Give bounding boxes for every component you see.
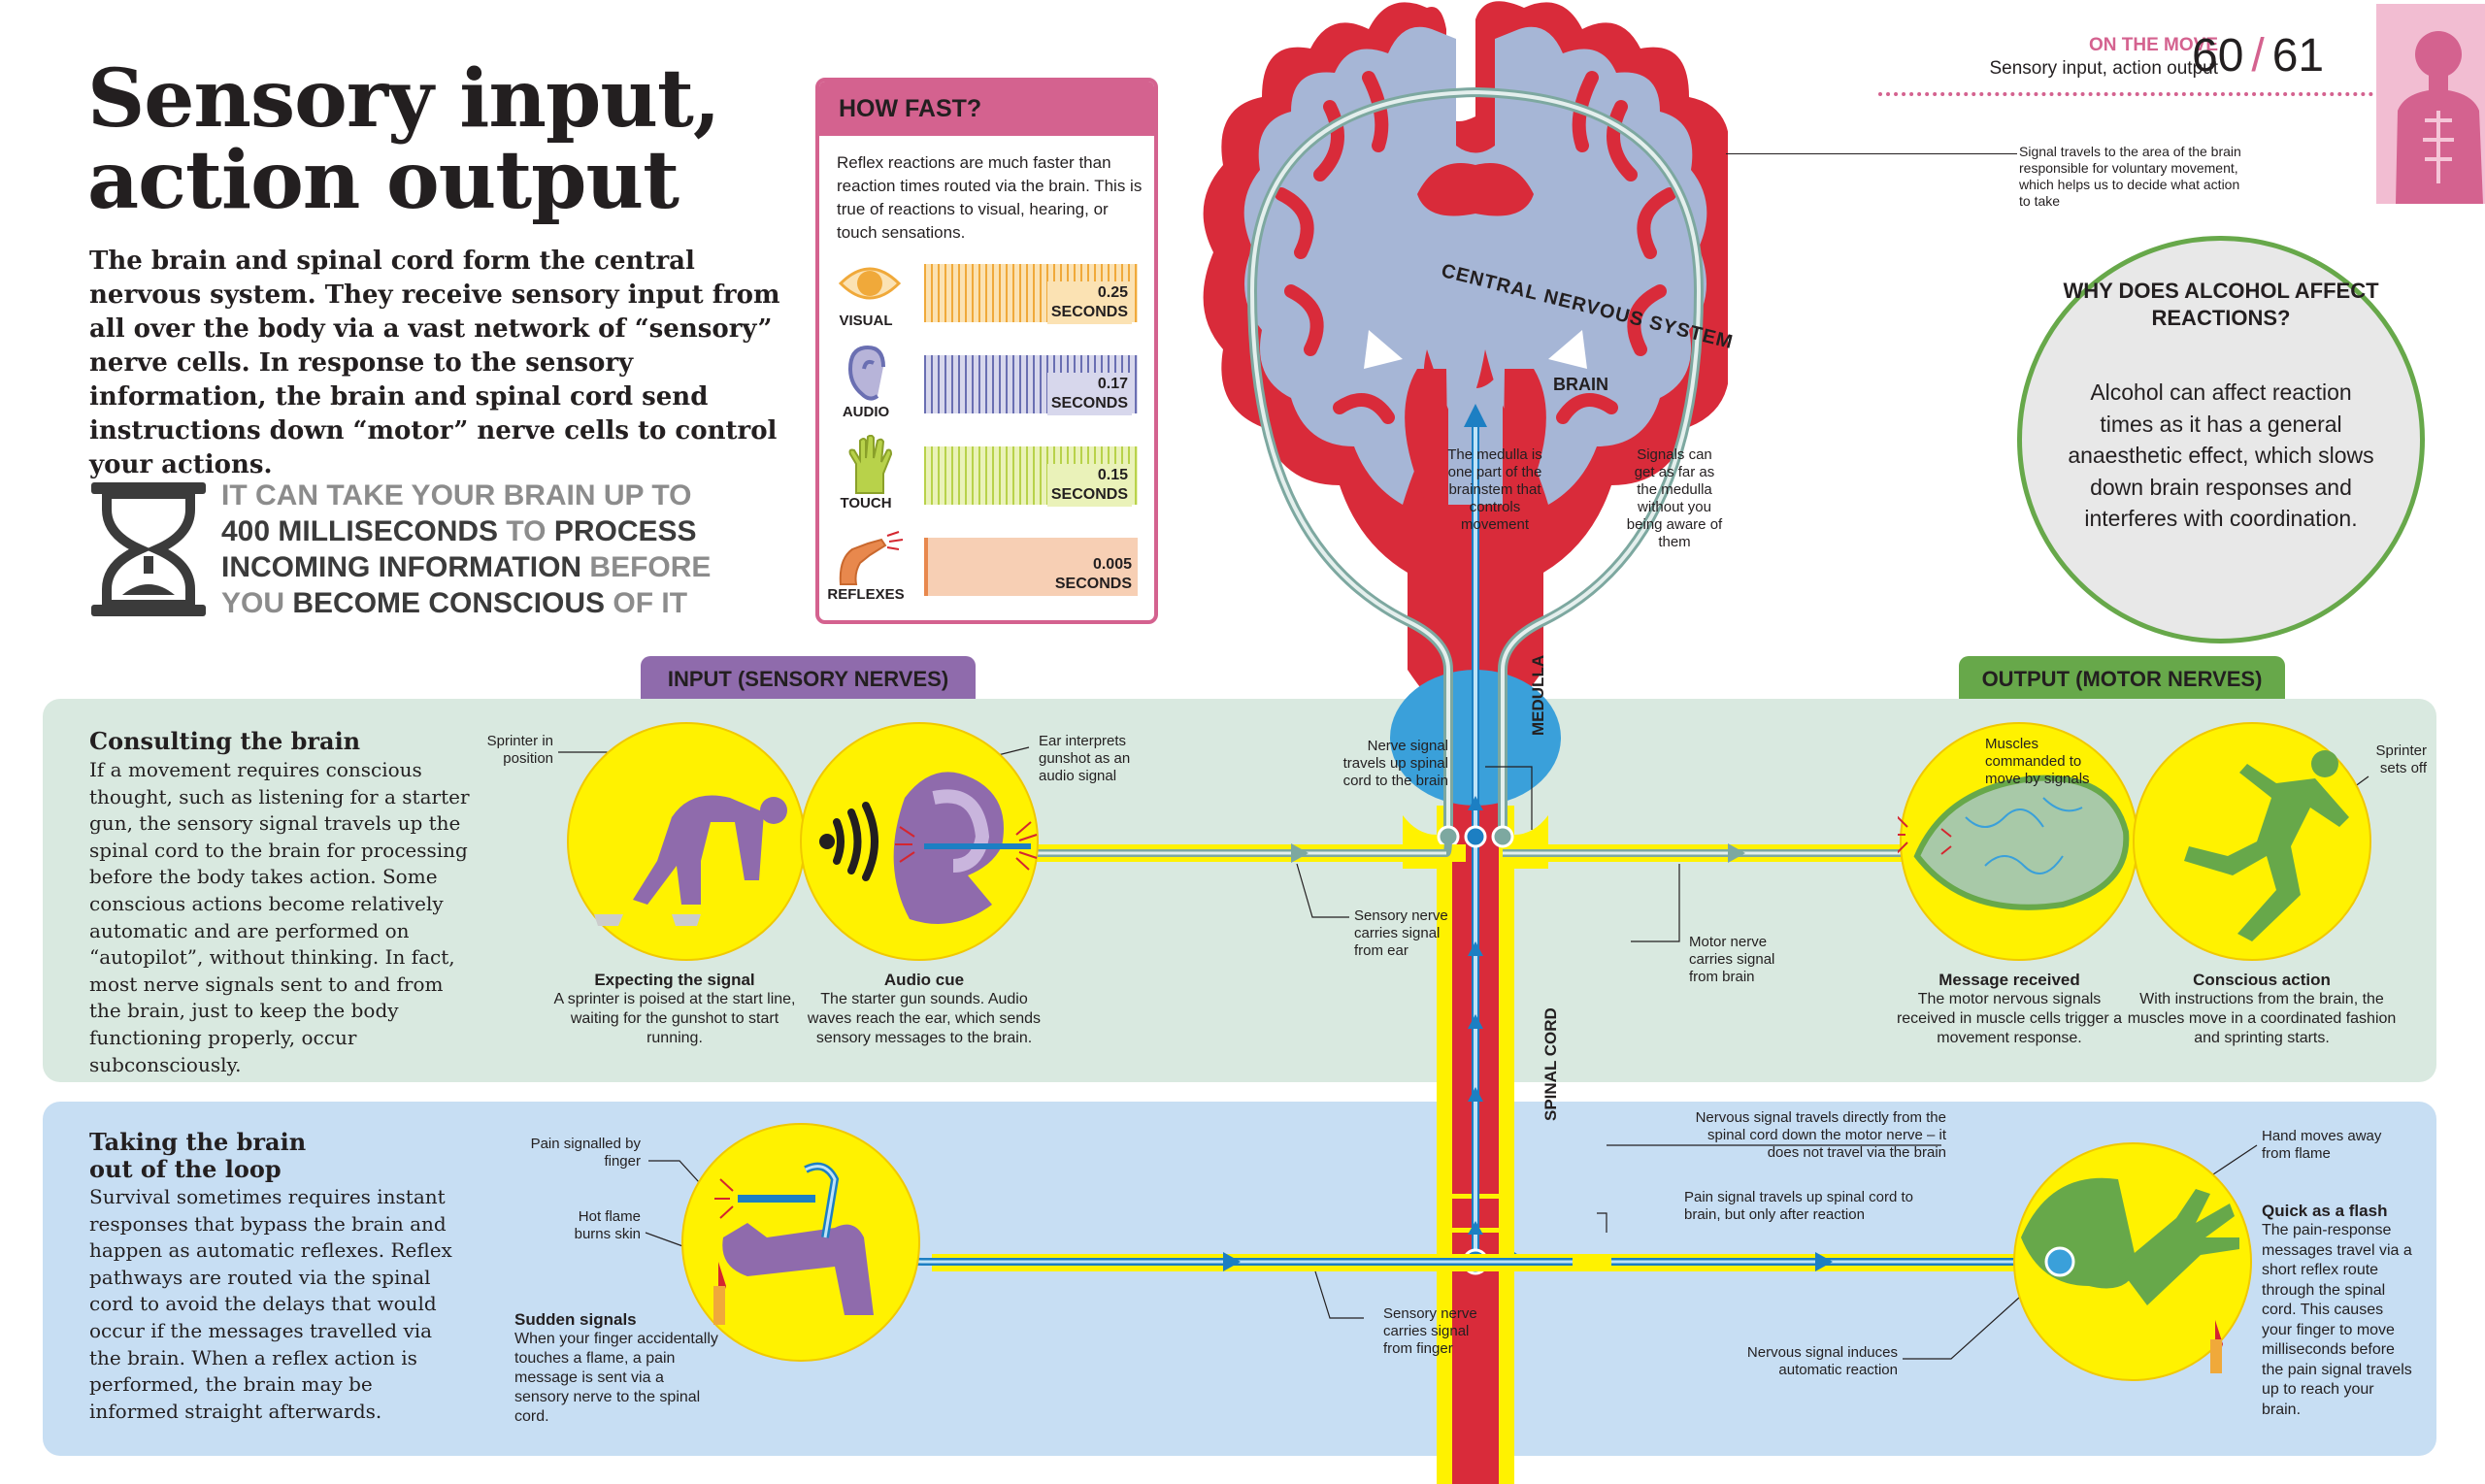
label-induces: Nervous signal induces automatic reactio… bbox=[1746, 1344, 1898, 1378]
alcohol-callout: WHY DOES ALCOHOL AFFECT REACTIONS? Alcoh… bbox=[2017, 236, 2425, 643]
how-fast-label: VISUAL bbox=[839, 313, 893, 329]
muscle-circle bbox=[1898, 722, 2138, 961]
hand-icon bbox=[848, 435, 893, 494]
label-hot-flame: Hot flame burns skin bbox=[574, 1208, 641, 1242]
caption-heading: Expecting the signal bbox=[594, 971, 755, 989]
brain-label: BRAIN bbox=[1553, 375, 1608, 394]
caption-text: The motor nervous signals received in mu… bbox=[1896, 991, 2123, 1046]
alcohol-title: WHY DOES ALCOHOL AFFECT REACTIONS? bbox=[2063, 279, 2379, 330]
ear-icon bbox=[847, 346, 885, 401]
label-pain-finger: Pain signalled by finger bbox=[530, 1136, 641, 1170]
body-torso-icon bbox=[2376, 4, 2485, 204]
caption-text: The starter gun sounds. Audio waves reac… bbox=[807, 991, 1042, 1046]
label-sprinter-off: Sprinter sets off bbox=[2375, 742, 2427, 776]
brain-fact: IT CAN TAKE YOUR BRAIN UP TO 400 MILLISE… bbox=[221, 479, 712, 619]
finger-flame-circle bbox=[681, 1123, 920, 1362]
how-fast-value: 0.17 bbox=[1097, 376, 1128, 392]
how-fast-label: TOUCH bbox=[840, 495, 892, 511]
page-right: 61 bbox=[2271, 30, 2325, 82]
how-fast-unit: SECONDS bbox=[1054, 576, 1132, 592]
page-subtitle: Sensory input, action output bbox=[1989, 58, 2218, 79]
caption-audio: Audio cue The starter gun sounds. Audio … bbox=[798, 971, 1050, 1048]
sudden-heading: Sudden signals bbox=[514, 1310, 637, 1329]
hourglass-icon bbox=[91, 482, 206, 616]
page-sep: / bbox=[2251, 30, 2265, 82]
loop-text: Survival sometimes requires instant resp… bbox=[89, 1185, 452, 1423]
page-numbers: 60/61 bbox=[2192, 29, 2324, 82]
title-line-1: Sensory input, bbox=[87, 52, 720, 146]
how-fast-text: Reflex reactions are much faster than re… bbox=[837, 153, 1143, 242]
how-fast-value: 0.005 bbox=[1092, 556, 1132, 573]
cns-diagram bbox=[1203, 1, 1728, 1484]
caption-text: With instructions from the brain, the mu… bbox=[2127, 991, 2397, 1046]
title-line-2: action output bbox=[87, 134, 679, 227]
label-motor-brain: Motor nerve carries signal from brain bbox=[1689, 934, 1775, 985]
caption-text: A sprinter is poised at the start line, … bbox=[553, 991, 796, 1046]
caption-expecting: Expecting the signal A sprinter is poise… bbox=[553, 971, 796, 1048]
consult-text: If a movement requires conscious thought… bbox=[89, 758, 470, 1076]
quick-flash: Quick as a flash The pain-response messa… bbox=[2262, 1202, 2417, 1420]
page-title: Sensory input, action output bbox=[87, 58, 767, 221]
sprinter-crouch-circle bbox=[567, 722, 806, 961]
sprinter-running-circle bbox=[2133, 722, 2371, 961]
eye-icon bbox=[839, 267, 901, 300]
output-tab: OUTPUT (MOTOR NERVES) bbox=[1959, 656, 2285, 699]
loop-heading: Taking the brain out of the loop bbox=[89, 1128, 307, 1183]
label-sprinter-position: Sprinter in position bbox=[486, 733, 553, 767]
how-fast-title: HOW FAST? bbox=[819, 82, 1154, 136]
arm-reflex-icon bbox=[839, 531, 904, 585]
caption-message: Message received The motor nervous signa… bbox=[1893, 971, 2126, 1048]
section-label: ON THE MOVE bbox=[2088, 35, 2218, 55]
ear-circle bbox=[800, 722, 1039, 961]
sudden-text: When your finger accidentally touches a … bbox=[514, 1331, 718, 1425]
consult-heading: Consulting the brain bbox=[89, 727, 361, 755]
caption-heading: Conscious action bbox=[2193, 971, 2331, 989]
brain-inner bbox=[1243, 26, 1707, 506]
sudden-signals: Sudden signals When your finger accident… bbox=[514, 1310, 718, 1427]
quick-text: The pain-response messages travel via a … bbox=[2262, 1222, 2412, 1418]
label-muscles: Muscles commanded to move by signals bbox=[1985, 736, 2090, 787]
caption-heading: Audio cue bbox=[883, 971, 965, 989]
how-fast-unit: SECONDS bbox=[1050, 304, 1128, 320]
how-fast-unit: SECONDS bbox=[1050, 395, 1128, 412]
caption-heading: Message received bbox=[1938, 971, 2080, 989]
medulla-note: The medulla is one part of the brainstem… bbox=[1447, 446, 1542, 533]
how-fast-label: AUDIO bbox=[842, 404, 890, 420]
label-direct: Nervous signal travels directly from the… bbox=[1695, 1109, 1946, 1161]
how-fast-unit: SECONDS bbox=[1050, 486, 1128, 503]
label-sensory-finger: Sensory nerve carries signal from finger bbox=[1383, 1305, 1477, 1357]
how-fast-panel: HOW FAST? Reflex reactions are much fast… bbox=[815, 78, 1158, 624]
page-left: 60 bbox=[2192, 30, 2244, 82]
signals-note: Signals can get as far as the medulla wi… bbox=[1626, 446, 1723, 550]
label-sensory-ear: Sensory nerve carries signal from ear bbox=[1354, 907, 1448, 959]
caption-conscious: Conscious action With instructions from … bbox=[2116, 971, 2407, 1048]
label-pain-up: Pain signal travels up spinal cord to br… bbox=[1684, 1189, 1913, 1223]
label-ear-interprets: Ear interprets gunshot as an audio signa… bbox=[1039, 733, 1131, 784]
quick-heading: Quick as a flash bbox=[2262, 1202, 2388, 1220]
intro-text: The brain and spinal cord form the centr… bbox=[89, 247, 780, 479]
voluntary-note: Signal travels to the area of the brain … bbox=[2019, 144, 2241, 209]
how-fast-label: REFLEXES bbox=[827, 586, 905, 603]
label-hand-moves: Hand moves away from flame bbox=[2262, 1128, 2382, 1162]
how-fast-value: 0.15 bbox=[1097, 467, 1128, 483]
how-fast-value: 0.25 bbox=[1097, 284, 1128, 301]
label-nerve-up: Nerve signal travels up spinal cord to t… bbox=[1342, 738, 1448, 789]
alcohol-text: Alcohol can affect reaction times as it … bbox=[2068, 379, 2374, 531]
hand-away-circle bbox=[2013, 1142, 2252, 1381]
nav-dotted-rule bbox=[1878, 92, 2373, 96]
voluntary-leader bbox=[1726, 153, 2017, 154]
input-tab: INPUT (SENSORY NERVES) bbox=[641, 656, 976, 699]
